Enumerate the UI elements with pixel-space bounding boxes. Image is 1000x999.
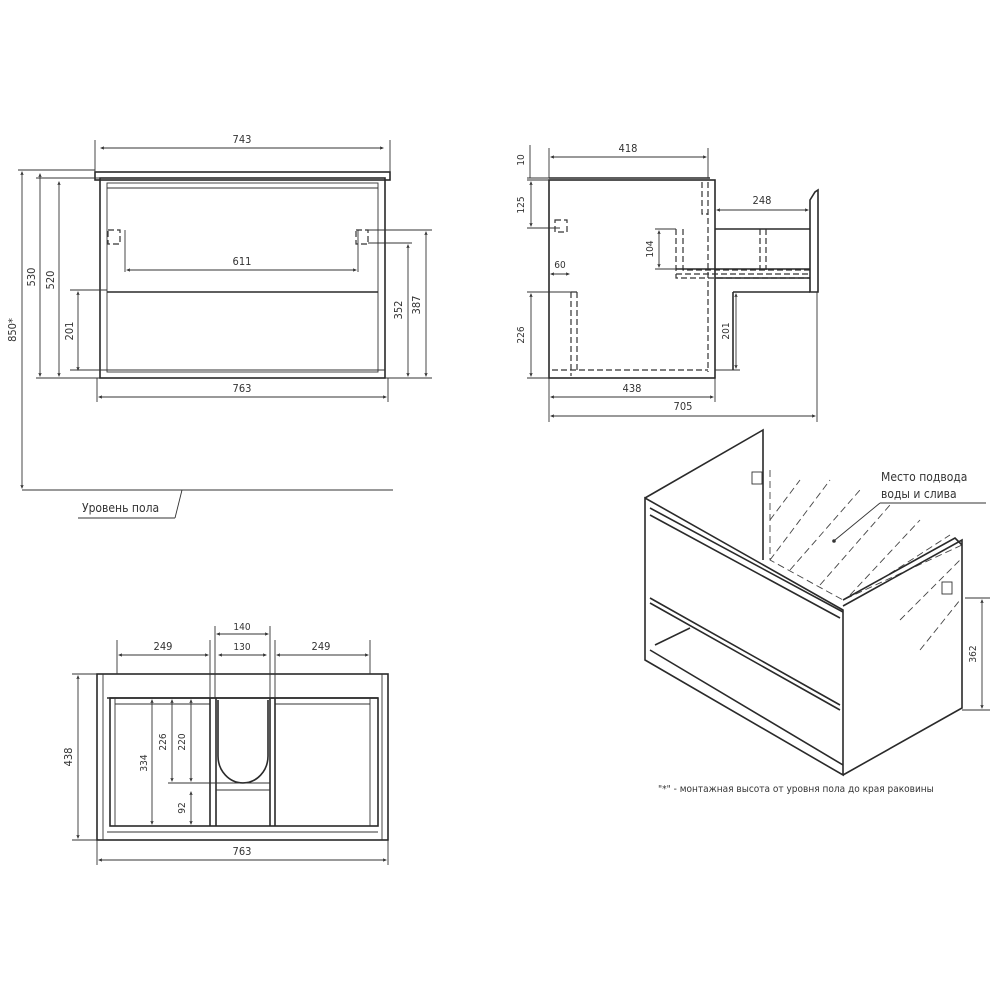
mount-bracket-left — [107, 229, 121, 245]
drawer-front-edges — [649, 507, 844, 711]
callout-leader — [834, 502, 881, 541]
mount-bracket-right — [355, 229, 369, 245]
dim-387: 387 — [410, 296, 423, 315]
callout-label-line1: Место подвода — [881, 470, 967, 484]
dim-850: 850* — [6, 318, 19, 342]
isometric-view: 362 Место подвода воды и слива — [644, 428, 990, 777]
dim-705: 705 — [674, 400, 693, 413]
front-frame — [644, 496, 844, 777]
drawer-front — [809, 188, 819, 293]
dim-352: 352 — [392, 301, 405, 320]
dim-763: 763 — [233, 382, 252, 395]
cabinet-outline — [99, 177, 386, 379]
siphon-cutout — [217, 700, 269, 784]
dim-418: 418 — [619, 142, 638, 155]
side-panel — [842, 538, 963, 776]
dim-743: 743 — [233, 133, 252, 146]
callout-label-line2: воды и слива — [881, 487, 957, 501]
dim-125: 125 — [516, 196, 527, 213]
dim-130: 130 — [233, 642, 250, 653]
dim-520: 520 — [44, 271, 57, 290]
front-view: 743 611 763 850* 530 520 201 352 387 Уро… — [6, 133, 432, 519]
top-view: 249 140 130 249 438 763 334 226 220 92 — [62, 622, 389, 865]
dim-249-left: 249 — [154, 640, 173, 653]
dim-334: 334 — [139, 754, 150, 771]
dim-60: 60 — [554, 260, 566, 271]
dim-249-right: 249 — [312, 640, 331, 653]
side-view: 418 10 125 60 226 438 705 248 104 201 — [516, 142, 819, 422]
dim-220: 220 — [177, 733, 188, 750]
water-supply-area-hatching — [769, 470, 963, 660]
dim-201-side: 201 — [721, 322, 732, 339]
dim-10: 10 — [516, 154, 527, 166]
dim-104: 104 — [645, 240, 656, 257]
dim-248: 248 — [753, 194, 772, 207]
floor-level-label: Уровень пола — [82, 501, 159, 515]
dim-362: 362 — [968, 645, 979, 662]
dim-226-top: 226 — [158, 733, 169, 750]
dim-201: 201 — [63, 322, 76, 341]
dim-438: 438 — [623, 382, 642, 395]
dim-140: 140 — [233, 622, 250, 633]
countertop-outline — [94, 171, 391, 181]
back-panel — [644, 428, 764, 560]
dim-226: 226 — [516, 326, 527, 343]
side-outline — [548, 179, 716, 379]
top-outline — [96, 673, 389, 841]
footnote: "*" - монтажная высота от уровня пола до… — [658, 784, 934, 795]
dim-438-top: 438 — [62, 748, 75, 767]
dim-92: 92 — [177, 802, 188, 813]
dim-530: 530 — [25, 268, 38, 287]
inner-frame — [106, 182, 379, 373]
dim-763-top: 763 — [233, 845, 252, 858]
dim-611: 611 — [233, 255, 252, 268]
